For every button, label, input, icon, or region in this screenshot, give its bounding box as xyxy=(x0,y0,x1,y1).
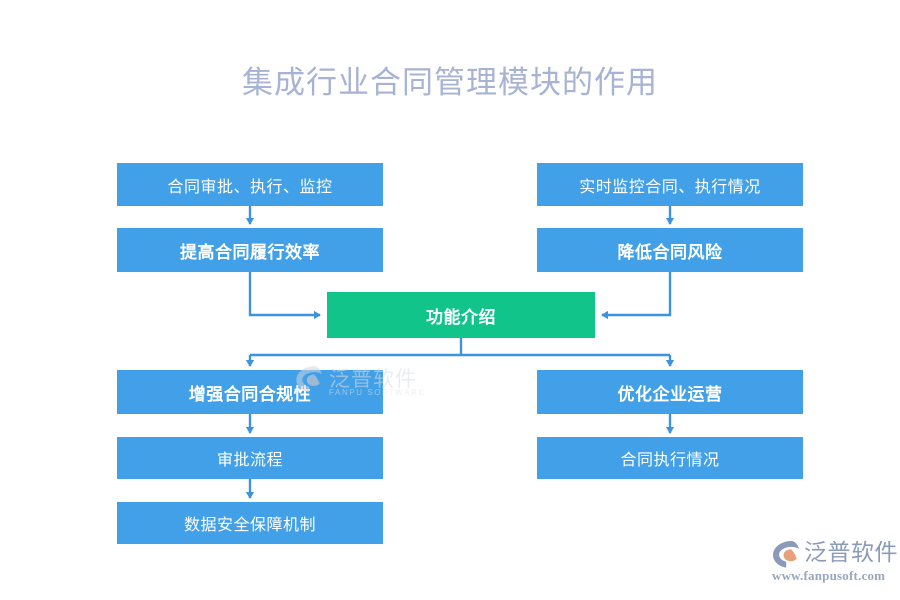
node-reduce-contract-risk[interactable]: 降低合同风险 xyxy=(537,228,803,272)
brand-name: 泛普软件 xyxy=(804,539,898,565)
page-title: 集成行业合同管理模块的作用 xyxy=(242,65,658,100)
fanpu-logo-icon xyxy=(773,541,800,568)
node-data-security-mechanism[interactable]: 数据安全保障机制 xyxy=(117,502,383,544)
node-optimize-enterprise-operation[interactable]: 优化企业运营 xyxy=(537,370,803,414)
node-approval-process[interactable]: 审批流程 xyxy=(117,437,383,479)
node-contract-execution-status[interactable]: 合同执行情况 xyxy=(537,437,803,479)
node-realtime-contract-monitoring[interactable]: 实时监控合同、执行情况 xyxy=(537,163,803,206)
node-improve-contract-performance[interactable]: 提高合同履行效率 xyxy=(117,228,383,272)
brand-url: www.fanpusoft.com xyxy=(772,568,886,583)
brand-logo: 泛普软件 www.fanpusoft.com xyxy=(770,538,898,588)
node-function-introduction[interactable]: 功能介绍 xyxy=(327,292,595,338)
node-enhance-contract-compliance[interactable]: 增强合同合规性 xyxy=(117,370,383,414)
node-contract-approval-execution-monitoring[interactable]: 合同审批、执行、监控 xyxy=(117,163,383,206)
